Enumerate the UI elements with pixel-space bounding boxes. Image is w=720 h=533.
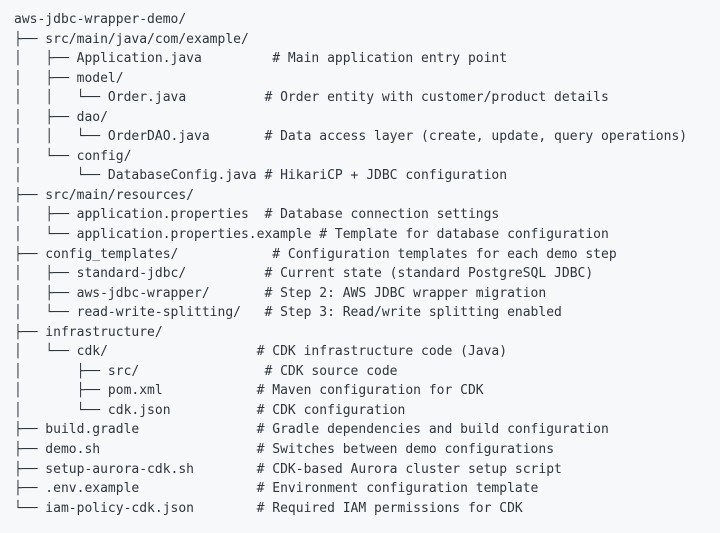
tree-line: │ ├── Application.java # Main applicatio…: [14, 51, 508, 67]
tree-line: ├── config_templates/ # Configuration te…: [14, 246, 617, 262]
tree-line: │ └── read-write-splitting/ # Step 3: Re…: [14, 305, 562, 321]
tree-line: │ │ └── OrderDAO.java # Data access laye…: [14, 129, 688, 145]
tree-line: │ └── cdk/ # CDK infrastructure code (Ja…: [14, 344, 508, 360]
tree-line: ├── .env.example # Environment configura…: [14, 481, 539, 497]
tree-line: ├── src/main/resources/: [14, 187, 195, 203]
tree-line: │ ├── dao/: [14, 109, 108, 125]
tree-line: │ ├── application.properties # Database …: [14, 207, 500, 223]
tree-line: ├── demo.sh # Switches between demo conf…: [14, 442, 555, 458]
tree-line: │ └── DatabaseConfig.java # HikariCP + J…: [14, 168, 508, 184]
tree-line: ├── setup-aurora-cdk.sh # CDK-based Auro…: [14, 461, 562, 477]
tree-line: │ └── config/: [14, 148, 132, 164]
tree-line: │ └── cdk.json # CDK configuration: [14, 402, 406, 418]
tree-line: ├── infrastructure/: [14, 324, 163, 340]
tree-line: │ └── application.properties.example # T…: [14, 227, 609, 243]
tree-line: │ ├── aws-jdbc-wrapper/ # Step 2: AWS JD…: [14, 285, 547, 301]
tree-line: ├── src/main/java/com/example/: [14, 31, 249, 47]
tree-line: │ ├── model/: [14, 70, 124, 86]
tree-line: └── iam-policy-cdk.json # Required IAM p…: [14, 500, 523, 516]
tree-root-line: aws-jdbc-wrapper-demo/: [14, 12, 187, 27]
tree-line: │ ├── src/ # CDK source code: [14, 363, 398, 379]
tree-line: │ ├── pom.xml # Maven configuration for …: [14, 383, 484, 399]
tree-line: │ ├── standard-jdbc/ # Current state (st…: [14, 266, 594, 282]
tree-line: ├── build.gradle # Gradle dependencies a…: [14, 422, 609, 438]
tree-line: │ │ └── Order.java # Order entity with c…: [14, 90, 609, 106]
